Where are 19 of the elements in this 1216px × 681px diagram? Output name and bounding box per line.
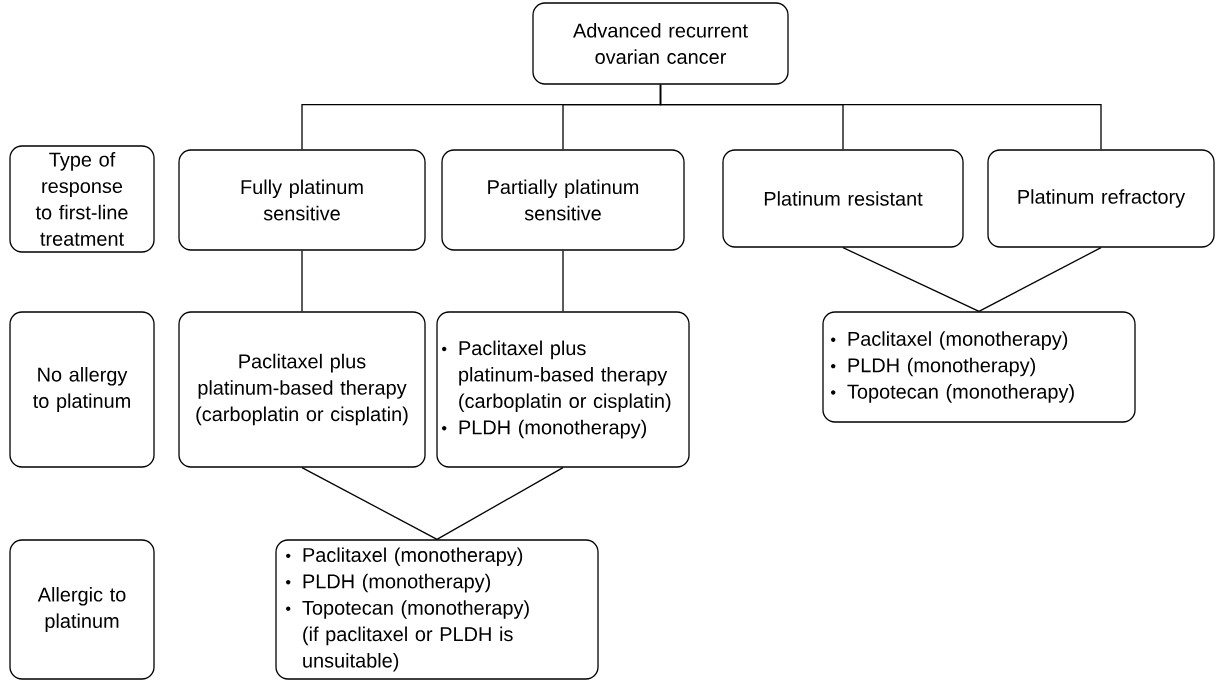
connector-line (301, 250, 303, 312)
process-box: Platinum refractory (987, 149, 1215, 248)
treatment-box: Paclitaxel (monotherapy) PLDH (monotherapy) Topotecan (monotherapy) (if paclitaxel or PLDH is unsuitable) (275, 539, 599, 680)
row-label-box: Type of response to first-line treatment (9, 145, 155, 253)
connector-line (301, 467, 438, 540)
connector-line (562, 250, 564, 312)
connector-line (659, 84, 1102, 150)
connector-line (978, 247, 1102, 312)
connector-line (436, 467, 564, 540)
process-box: Platinum resistant (722, 149, 964, 248)
process-box: Advanced recurrent ovarian cancer (532, 2, 789, 85)
row-label-box: Allergic to platinum (9, 539, 155, 680)
treatment-box: Paclitaxel plus platinum-based therapy (carboplatin or cisplatin) PLDH (monotherapy) (436, 311, 690, 468)
row-label-box: No allergy to platinum (9, 311, 155, 468)
treatment-box: Paclitaxel plus platinum-based therapy (carboplatin or cisplatin) (178, 311, 426, 468)
process-box: Partially platinum sensitive (441, 149, 685, 251)
treatment-box: Paclitaxel (monotherapy) PLDH (monotherapy) Topotecan (monotherapy) (822, 311, 1136, 423)
process-box: Fully platinum sensitive (178, 149, 426, 251)
connector-line (842, 247, 980, 312)
